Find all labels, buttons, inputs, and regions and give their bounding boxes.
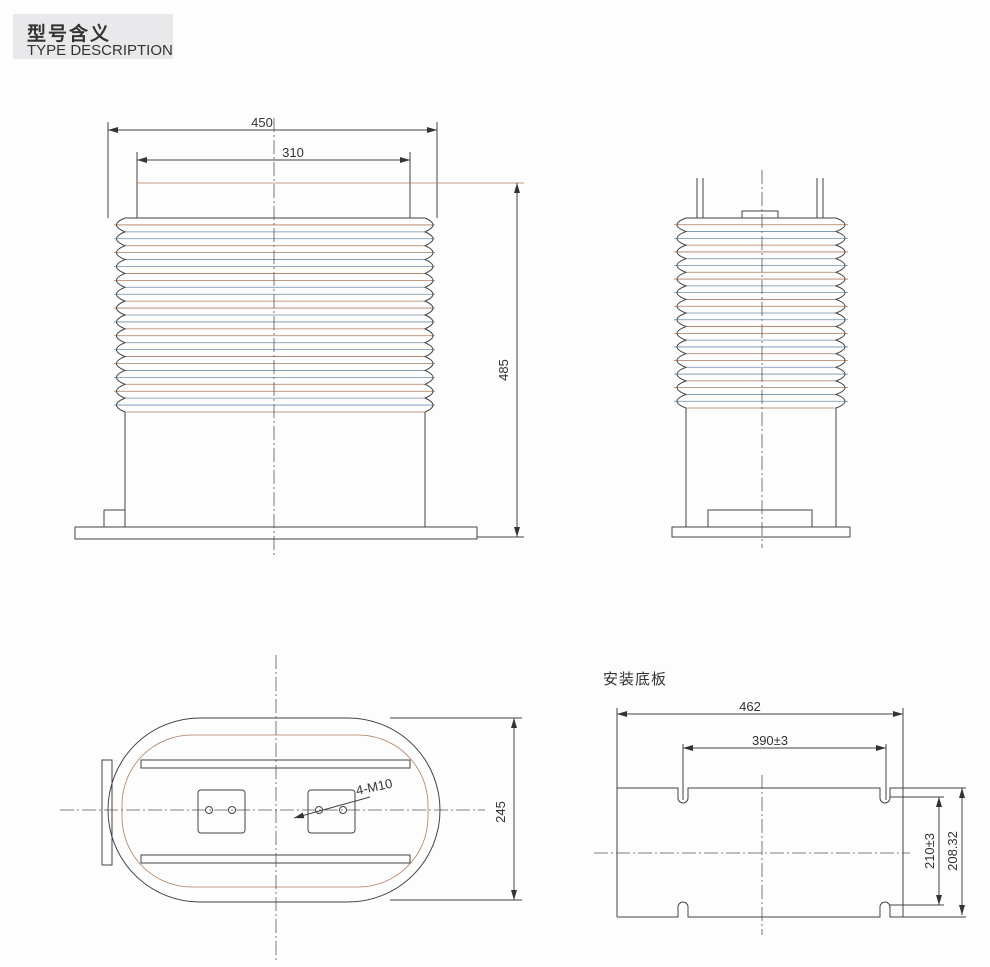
- insulator-sheds: [674, 217, 848, 409]
- dim-slot-depth: 210±3: [922, 833, 937, 869]
- thread-label: 4-M10: [355, 776, 394, 798]
- dim-slot-spacing: 390±3: [752, 733, 788, 748]
- insulator-sheds: [114, 217, 435, 413]
- dim-top-width: 310: [282, 145, 304, 160]
- header-title-cn: 型号含义: [27, 24, 112, 45]
- dim-depth: 245: [493, 801, 508, 823]
- dim-plate-width: 462: [739, 699, 761, 714]
- dim-overall-width: 450: [251, 115, 273, 130]
- side-view: [671, 170, 851, 548]
- dim-height: 485: [496, 359, 511, 381]
- top-view: 4-M10 245: [60, 655, 522, 960]
- front-view: 450 310 485: [74, 115, 524, 556]
- mounting-plate: 462 390±3 210±3 208.32: [594, 699, 966, 935]
- section-header: 型号含义 TYPE DESCRIPTION: [13, 14, 173, 59]
- header-title-en: TYPE DESCRIPTION: [27, 42, 173, 59]
- mounting-plate-title: 安装底板: [603, 671, 668, 688]
- dim-plate-height: 208.32: [945, 831, 960, 871]
